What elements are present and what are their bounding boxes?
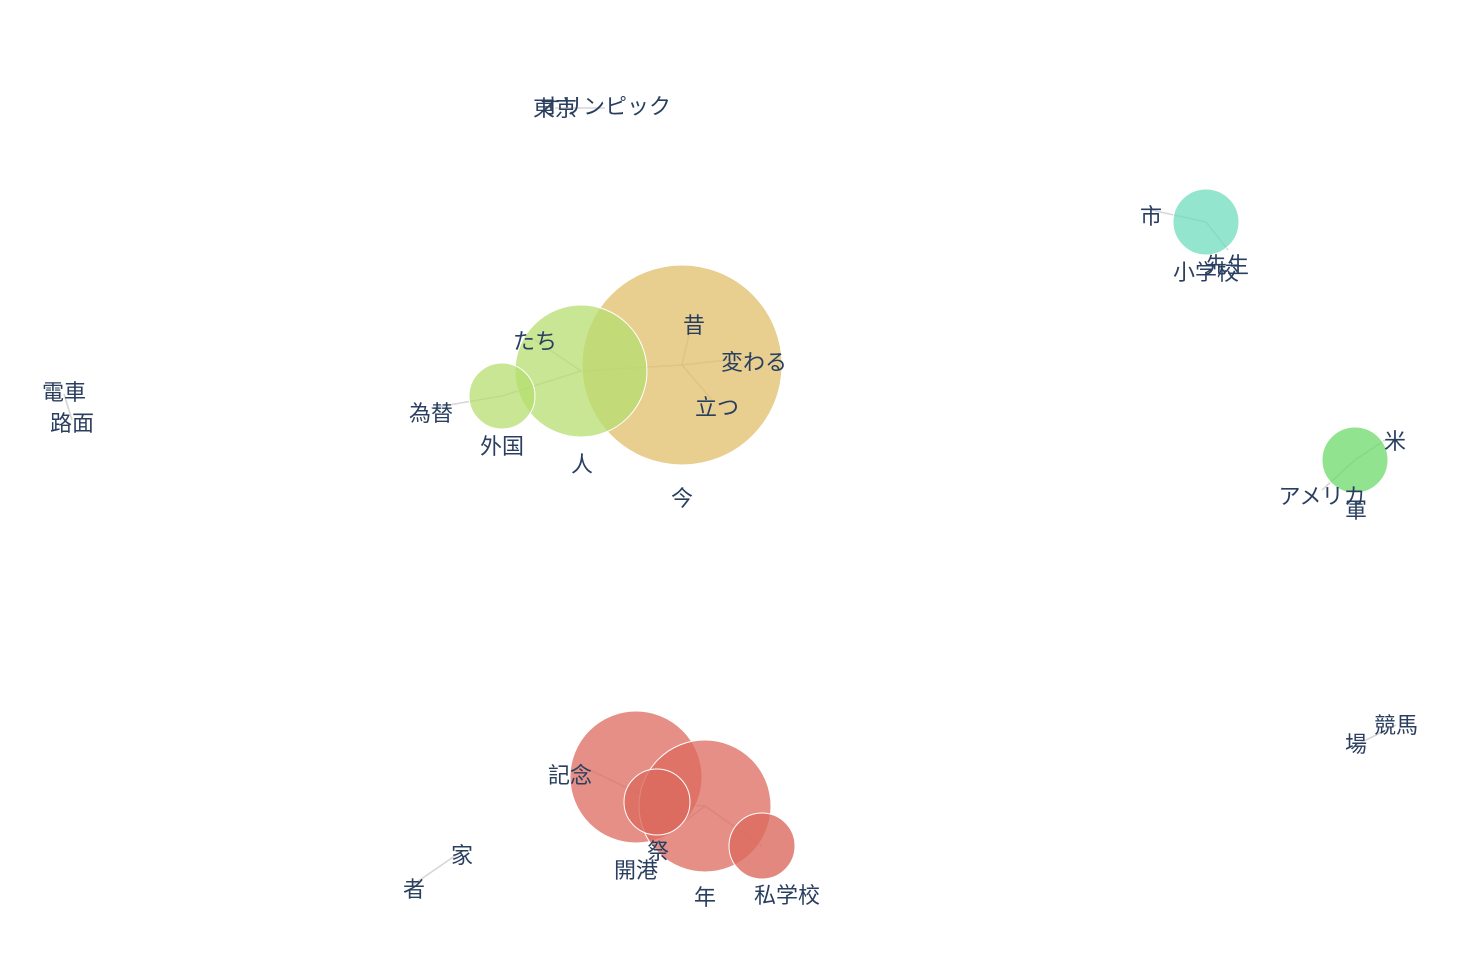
word-label-nen: 年 [694,886,716,911]
word-label-matsuri: 祭 [647,840,669,865]
word-label-ie: 家 [451,844,473,869]
word-label-america: アメリカ [1279,485,1366,510]
node-hito[interactable] [514,304,648,438]
word-label-gaikoku: 外国 [480,435,524,460]
word-label-sensei: 先生 [1205,254,1249,279]
word-label-densha: 電車 [42,381,86,406]
edge-ie-mono [413,850,463,885]
word-label-tachi: たち [513,330,557,355]
edge-densha-romen [63,393,73,421]
node-gun[interactable] [1321,426,1389,494]
word-label-gun: 軍 [1345,499,1367,524]
node-shigakko[interactable] [728,812,796,880]
word-label-shigakko: 私学校 [754,884,820,909]
word-label-hito: 人 [571,453,593,478]
word-label-olympic: オリンピック [539,95,671,120]
node-kaiko[interactable] [623,768,691,836]
word-label-tatsu: 立つ [695,396,739,421]
node-gaikoku[interactable] [468,362,536,430]
word-label-jo: 場 [1345,733,1367,758]
word-label-keiba: 競馬 [1374,714,1418,739]
edge-keiba-jo [1355,724,1397,746]
word-label-romen: 路面 [50,412,94,437]
word-label-mukashi: 昔 [683,314,705,339]
word-label-shi: 市 [1140,205,1162,230]
word-label-ima: 今 [671,487,693,512]
word-label-kinen: 記念 [548,764,592,789]
word-label-tokyo: 東京 [533,97,577,122]
word-label-bei: 米 [1384,430,1406,455]
word-label-kawase: 為替 [409,402,453,427]
word-label-kaiko: 開港 [614,859,658,884]
word-label-mono: 者 [403,878,425,903]
node-shogakko[interactable] [1172,188,1240,256]
word-label-kawaru: 変わる [721,351,787,376]
word-label-shogakko: 小学校 [1173,261,1239,286]
node-layer [468,188,1389,880]
